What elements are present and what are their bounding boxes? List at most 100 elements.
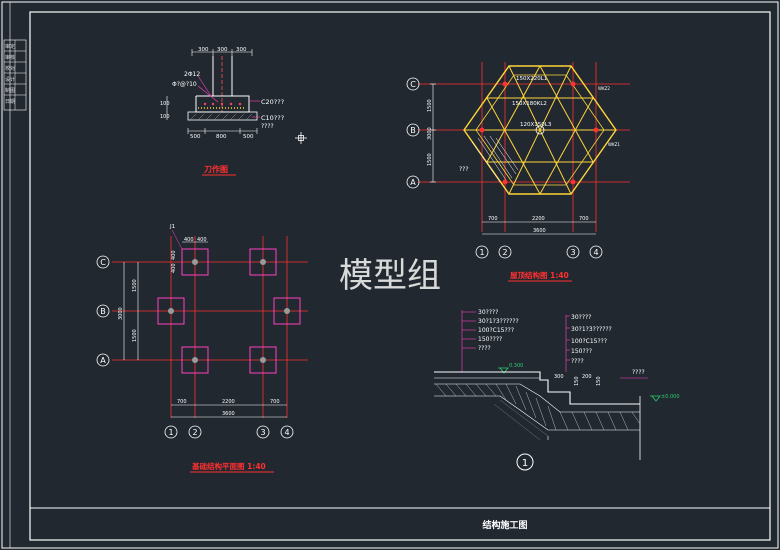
side-note: WKZ1 bbox=[608, 142, 620, 147]
axis-label: A bbox=[100, 356, 106, 365]
dim-label: 2200 bbox=[222, 399, 235, 405]
axis-bubble bbox=[256, 425, 270, 439]
dim-label: 300 bbox=[554, 374, 564, 380]
layer-label: 30?1?3?????? bbox=[571, 326, 612, 333]
section-title: 屋顶结构图 1:40 bbox=[510, 270, 569, 280]
layer-label: 100?C15??? bbox=[478, 327, 514, 334]
inner-frame bbox=[29, 11, 771, 541]
rebar-callout: Φ?@?10 bbox=[172, 81, 197, 88]
title-block-cell: 设计 bbox=[5, 76, 15, 83]
axis-label: 3 bbox=[260, 428, 265, 437]
axis-label: C bbox=[410, 80, 416, 89]
dim-label: 400 bbox=[197, 237, 207, 243]
axis-label: A bbox=[410, 178, 416, 187]
axis-bubble bbox=[589, 245, 603, 259]
dim-label: 700 bbox=[579, 216, 589, 222]
axis-bubble bbox=[96, 353, 110, 367]
elevation-note: ???? bbox=[632, 369, 645, 376]
stair-section: 30???? 30?1?3?????? 100?C15??? 150???? ?… bbox=[434, 309, 680, 471]
dim-label: 3000 bbox=[118, 307, 124, 320]
section-marker-label: 1 bbox=[522, 458, 528, 469]
layer-label: 150???? bbox=[478, 336, 502, 343]
axis-bubble bbox=[406, 123, 420, 137]
title-block-cell: 校对 bbox=[5, 65, 15, 72]
axis-bubble bbox=[498, 245, 512, 259]
axis-bubble bbox=[406, 77, 420, 91]
footing-detail: 300 300 300 500 800 500 100 100 2Φ12 Φ?@… bbox=[160, 47, 284, 176]
layer-label: 30???? bbox=[571, 314, 591, 321]
axis-label: 1 bbox=[479, 248, 484, 257]
dim-label: 500 bbox=[190, 134, 201, 140]
dim-label: 500 bbox=[243, 134, 254, 140]
axis-bubble bbox=[164, 425, 178, 439]
material-label: C10??? bbox=[261, 114, 284, 122]
dim-label: 1500 bbox=[132, 329, 138, 342]
dim-label: 400 bbox=[184, 237, 194, 243]
axis-label: 2 bbox=[502, 248, 507, 257]
axis-label: 2 bbox=[192, 428, 197, 437]
dim-label: 700 bbox=[270, 399, 280, 405]
dim-label: 100 bbox=[160, 101, 170, 107]
axis-bubble bbox=[188, 425, 202, 439]
layer-label: 100?C15??? bbox=[571, 338, 607, 345]
footing-label: J1 bbox=[169, 224, 175, 230]
dim-label: 800 bbox=[216, 134, 227, 140]
dim-label: 700 bbox=[488, 216, 498, 222]
axis-label: C bbox=[100, 258, 106, 267]
beam-label: 150X220L1 bbox=[516, 76, 547, 82]
dim-label: 300 bbox=[217, 47, 228, 53]
dim-label: 150 bbox=[574, 376, 580, 386]
axis-bubble bbox=[96, 304, 110, 318]
axis-bubble bbox=[406, 175, 420, 189]
sheet-title: 结构施工图 bbox=[482, 519, 527, 531]
title-block-cell: 审核 bbox=[5, 54, 15, 61]
dim-label: 200 bbox=[582, 374, 592, 380]
foundation-plan: J1 400 400 400 400 1500 3000 1500 C B A … bbox=[96, 224, 308, 473]
beam-label: 120X150L3 bbox=[520, 122, 552, 128]
dim-label: 2200 bbox=[532, 216, 545, 222]
title-block: 审定 审核 校对 设计 制图 日期 bbox=[3, 39, 27, 111]
dim-label: 3600 bbox=[533, 228, 546, 234]
axis-label: 4 bbox=[284, 428, 289, 437]
layer-label: ???? bbox=[571, 358, 584, 365]
material-label: C20??? bbox=[261, 98, 284, 106]
axis-bubble bbox=[96, 255, 110, 269]
roof-structure-plan: 150X220L1 150X180KL2 120X150L3 ??? WKZ2 … bbox=[406, 62, 630, 282]
elevation-label: ±0.000 bbox=[661, 394, 680, 400]
dim-label: 150 bbox=[596, 376, 602, 386]
dim-label: 1500 bbox=[427, 99, 433, 112]
dim-label: 1500 bbox=[427, 153, 433, 166]
dim-label: 100 bbox=[160, 114, 170, 120]
section-title: 基础结构平面图 1:40 bbox=[191, 461, 266, 471]
rebar-callout: 2Φ12 bbox=[184, 71, 200, 78]
axis-label: 3 bbox=[570, 248, 575, 257]
cad-cursor-icon bbox=[295, 132, 307, 144]
layer-label: 30?1?3?????? bbox=[478, 318, 519, 325]
section-marker bbox=[516, 453, 534, 471]
watermark: 模型组 bbox=[339, 256, 441, 296]
side-note: WKZ2 bbox=[598, 86, 610, 91]
title-block-cell: 审定 bbox=[5, 43, 15, 50]
dim-label: 3000 bbox=[427, 127, 433, 140]
side-note: ??? bbox=[459, 166, 469, 173]
axis-label: 4 bbox=[593, 248, 598, 257]
dim-label: 700 bbox=[177, 399, 187, 405]
dim-label: 3600 bbox=[222, 411, 235, 417]
axis-label: B bbox=[410, 126, 416, 135]
dim-label: 400 bbox=[171, 263, 177, 273]
axis-bubble bbox=[566, 245, 580, 259]
axis-bubble bbox=[280, 425, 294, 439]
axis-bubble bbox=[475, 245, 489, 259]
layer-label: 30???? bbox=[478, 309, 498, 316]
beam-label: 150X180KL2 bbox=[512, 101, 547, 107]
dim-label: 1500 bbox=[132, 279, 138, 292]
dim-label: 300 bbox=[236, 47, 247, 53]
layer-label: 150??? bbox=[571, 348, 592, 355]
axis-label: 1 bbox=[168, 428, 173, 437]
title-block-cell: 制图 bbox=[5, 87, 15, 94]
title-block-cell: 日期 bbox=[5, 99, 15, 105]
axis-label: B bbox=[100, 307, 106, 316]
elevation-label: 0.300 bbox=[509, 363, 523, 369]
